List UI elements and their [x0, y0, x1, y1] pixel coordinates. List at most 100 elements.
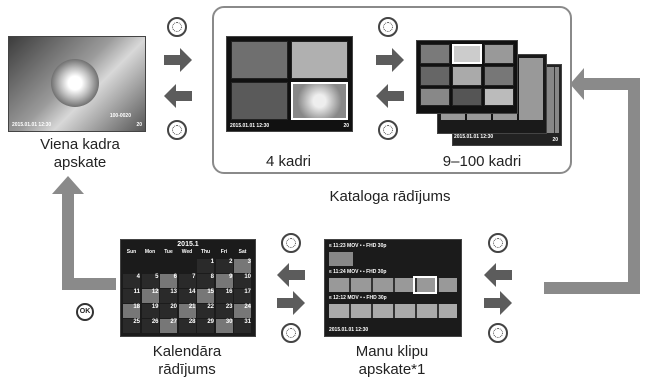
arrow-right-icon	[277, 291, 305, 315]
calendar-day	[179, 259, 196, 273]
clip-strip	[329, 252, 353, 266]
weekday-label: Sun	[126, 249, 137, 255]
dial-icon	[167, 17, 187, 37]
weekday-label: Thu	[200, 249, 211, 255]
weekday-label: Fri	[220, 249, 228, 255]
thumb-selected	[452, 44, 482, 64]
calendar-day: 12	[141, 289, 159, 303]
weekday-label: Wed	[181, 249, 193, 255]
arrow-right-icon	[164, 48, 192, 72]
arrow-left-icon	[164, 84, 192, 108]
single-view-caption: Viena kadra apskate	[40, 136, 120, 171]
nine-frames-screen	[416, 40, 518, 114]
many-date: 2015.01.01 12:30	[454, 134, 494, 140]
thumb	[291, 41, 348, 79]
thumb	[484, 88, 514, 106]
thumb-selected	[291, 82, 348, 120]
calendar-day: 19	[141, 304, 159, 318]
loop-arrow-left	[52, 176, 116, 290]
my-clips-screen: ≤ 11:23 MOV • ▪ FHD 30p ≤ 11:24 MOV • ▪ …	[324, 239, 462, 337]
dial-icon	[167, 120, 187, 140]
loop-arrow-right	[544, 68, 640, 294]
weekday-label: Mon	[144, 249, 156, 255]
calendar-day: 28	[178, 319, 196, 333]
four-frames-screen: 2015.01.01 12:30 20	[226, 36, 353, 132]
thumb	[452, 66, 482, 86]
arrow-left-icon	[277, 263, 305, 287]
calendar-day: 15	[197, 289, 214, 303]
catalog-box	[212, 6, 572, 174]
calendar-day: 1	[197, 259, 214, 273]
clip-row-2: ≤ 11:24 MOV • ▪ FHD 30p	[329, 269, 387, 275]
thumb	[420, 88, 450, 106]
calendar-day: 17	[234, 289, 251, 303]
calendar-day: 3	[234, 259, 251, 273]
thumb	[231, 82, 288, 120]
calendar-day: 13	[160, 289, 177, 303]
dial-icon	[378, 17, 398, 37]
many-frame-count: 20	[552, 137, 558, 143]
thumb	[420, 44, 450, 64]
dial-icon	[378, 120, 398, 140]
clips-caption: Manu klipu apskate*1	[355, 343, 429, 378]
thumb	[231, 41, 288, 79]
thumb	[420, 66, 450, 86]
four-frames-caption: 4 kadri	[265, 153, 312, 170]
clip-strip	[329, 278, 457, 292]
calendar-day: 26	[141, 319, 159, 333]
arrow-right-icon	[484, 291, 512, 315]
calendar-day: 23	[215, 304, 233, 318]
thumb	[484, 66, 514, 86]
calendar-day: 14	[178, 289, 196, 303]
single-date: 2015.01.01 12:30	[12, 122, 52, 128]
single-frame-count: 20	[136, 122, 142, 128]
clips-date: 2015.01.01 12:30	[329, 327, 369, 333]
arrow-left-icon	[376, 84, 404, 108]
dial-icon	[488, 323, 508, 343]
four-date: 2015.01.01 12:30	[230, 123, 270, 129]
dial-icon	[281, 323, 301, 343]
calendar-day: 29	[197, 319, 214, 333]
calendar-day	[123, 259, 140, 273]
weekday-label: Sat	[238, 249, 247, 255]
calendar-day: 10	[234, 274, 251, 288]
calendar-day	[142, 259, 159, 273]
calendar-day: 20	[160, 304, 177, 318]
single-frame-screen: 100-0020 2015.01.01 12:30 20	[8, 36, 146, 132]
flower-image	[51, 59, 99, 107]
thumb	[452, 88, 482, 106]
calendar-day: 5	[141, 274, 159, 288]
weekday-label: Tue	[164, 249, 173, 255]
four-frame-count: 20	[343, 123, 349, 129]
clip-strip	[329, 304, 457, 318]
many-frames-caption: 9–100 kadri	[442, 153, 522, 170]
dial-icon	[281, 233, 301, 253]
calendar-day: 4	[123, 274, 140, 288]
calendar-day: 18	[123, 304, 140, 318]
calendar-day: 31	[234, 319, 251, 333]
catalog-caption: Kataloga rādījums	[329, 188, 451, 205]
calendar-day: 24	[234, 304, 251, 318]
calendar-weekdays: Sun Mon Tue Wed Thu Fri Sat	[123, 249, 253, 258]
calendar-day: 6	[160, 274, 177, 288]
calendar-day: 8	[197, 274, 214, 288]
arrow-right-icon	[376, 48, 404, 72]
clip-row-3: ≤ 12:12 MOV • ▪ FHD 30p	[329, 295, 387, 301]
calendar-day: 21	[178, 304, 196, 318]
calendar-title: 2015.1	[177, 241, 199, 248]
calendar-day: 7	[178, 274, 196, 288]
thumb	[484, 44, 514, 64]
calendar-day: 9	[215, 274, 233, 288]
dial-icon	[488, 233, 508, 253]
calendar-day: 11	[123, 289, 140, 303]
arrow-left-icon	[484, 263, 512, 287]
ok-button-icon: OK	[76, 303, 94, 321]
clip-selected	[413, 276, 437, 294]
calendar-day: 22	[197, 304, 214, 318]
calendar-day: 25	[123, 319, 140, 333]
calendar-day: 16	[215, 289, 233, 303]
clip-row-1: ≤ 11:23 MOV • ▪ FHD 30p	[329, 243, 387, 249]
calendar-day: 2	[215, 259, 233, 273]
calendar-day	[160, 259, 177, 273]
